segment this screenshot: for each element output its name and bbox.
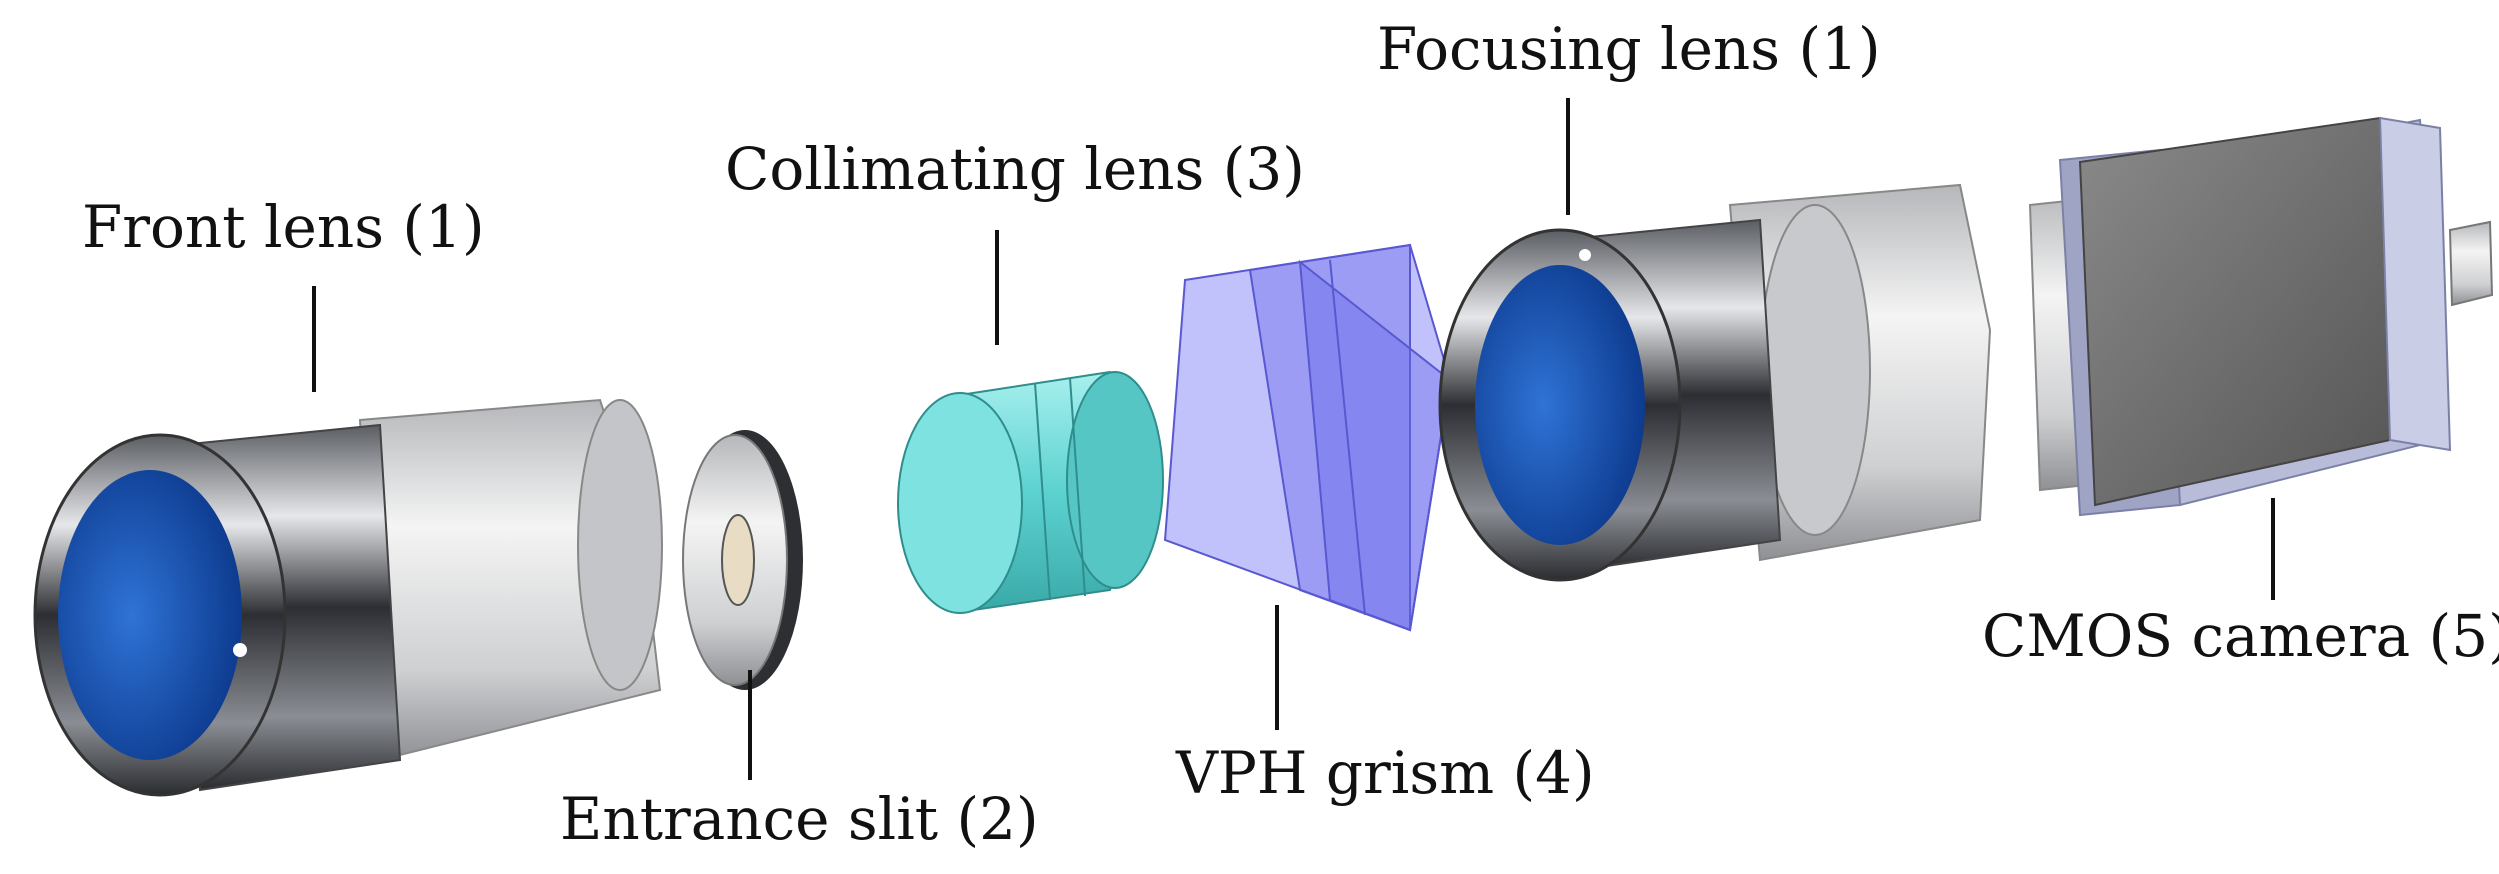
front-lens-glass (58, 470, 242, 760)
focusing-lens-label: Focusing lens (1) (1377, 15, 1881, 83)
collimating-lens-label: Collimating lens (3) (725, 135, 1305, 203)
vph-grism (1163, 243, 1452, 632)
focusing-lens-glass (1475, 265, 1645, 545)
entrance-slit-label: Entrance slit (2) (560, 785, 1039, 853)
cmos-camera-label: CMOS camera (5) (1982, 602, 2499, 670)
entrance-slit (682, 430, 803, 690)
front-lens-label: Front lens (1) (82, 193, 485, 261)
focusing-lens-assembly (1438, 183, 1992, 582)
vph-grism-label: VPH grism (4) (1176, 739, 1595, 807)
collimating-lens (897, 370, 1164, 614)
cmos-camera (2028, 116, 2494, 517)
front-lens-assembly (33, 398, 663, 797)
